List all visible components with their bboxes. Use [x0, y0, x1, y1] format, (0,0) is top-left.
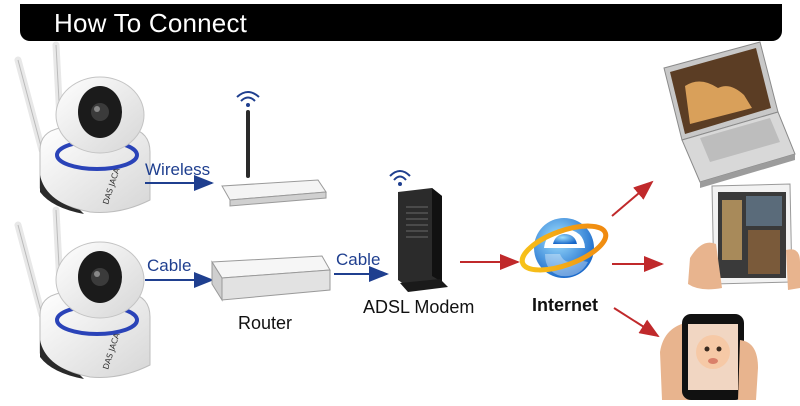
cable-label: Cable	[147, 256, 192, 275]
smartphone-icon	[660, 314, 758, 400]
ip-camera-icon: DAS JACA	[14, 206, 151, 379]
modem-label: ADSL Modem	[363, 297, 475, 317]
router-icon	[211, 255, 331, 302]
ip-camera-icon: DAS JACA	[14, 41, 151, 214]
page-title: How To Connect	[54, 8, 248, 38]
internet-explorer-icon	[519, 218, 609, 278]
laptop-icon	[663, 41, 796, 188]
title-bar: How To Connect	[20, 4, 782, 41]
wireless-label: Wireless	[145, 160, 211, 179]
router-label: Router	[238, 313, 293, 333]
cable-label: Cable	[336, 250, 381, 269]
adsl-modem-icon	[389, 170, 448, 292]
wifi-icon	[236, 91, 260, 107]
laptop-arrow	[611, 180, 654, 217]
phone-arrow	[613, 307, 660, 338]
wifi-icon	[389, 170, 411, 186]
tablet-icon	[688, 183, 800, 290]
wireless-router-icon	[221, 91, 327, 207]
internet-label: Internet	[532, 295, 599, 315]
